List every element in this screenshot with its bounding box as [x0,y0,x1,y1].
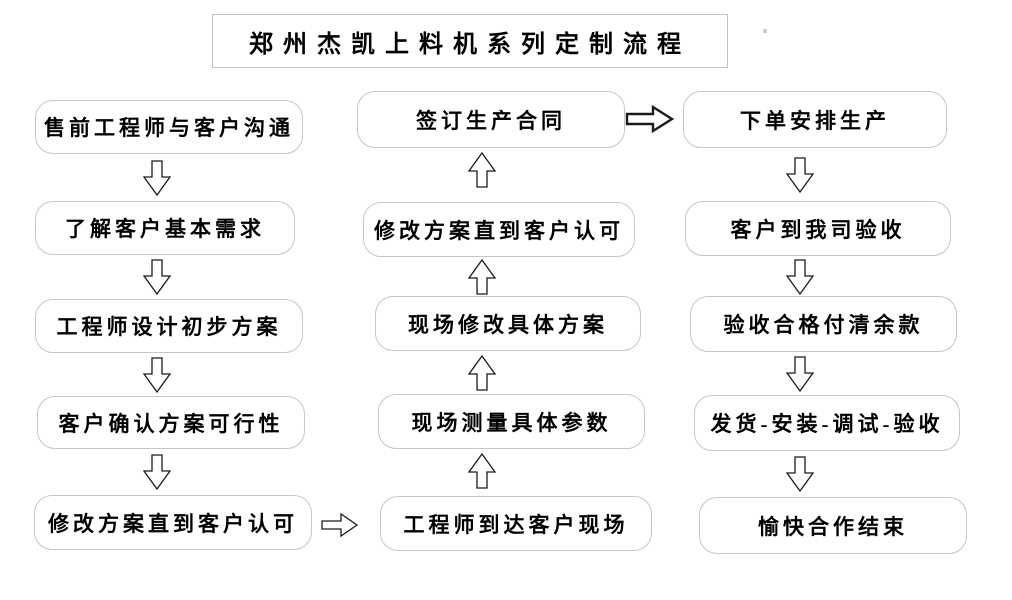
page-title: 郑州杰凯上料机系列定制流程 [249,31,691,58]
flow-node-happy-cooperation-end: 愉快合作结束 [699,497,967,554]
flow-node-understand-needs: 了解客户基本需求 [35,201,295,255]
flow-node-sign-contract: 签订生产合同 [357,91,625,148]
flow-node-customer-acceptance: 客户到我司验收 [685,201,951,256]
title-box: 郑州杰凯上料机系列定制流程 [212,14,728,68]
up-arrow-icon [468,355,496,391]
flow-node-revise-until-approved-2: 修改方案直到客户认可 [363,202,635,257]
down-arrow-icon [143,357,171,393]
flow-node-confirm-feasibility: 客户确认方案可行性 [37,396,305,449]
up-arrow-icon [468,259,496,295]
down-arrow-icon [143,454,171,490]
right-arrow-icon [625,104,675,134]
down-arrow-icon [143,160,171,196]
down-arrow-icon [786,157,814,193]
flow-node-pay-balance: 验收合格付清余款 [690,296,957,352]
flow-node-engineer-arrives-site: 工程师到达客户现场 [380,496,652,551]
flow-node-preliminary-design: 工程师设计初步方案 [35,299,303,353]
right-arrow-icon [321,512,359,538]
flow-node-ship-install-debug: 发货-安装-调试-验收 [694,395,960,451]
flow-node-revise-until-approved-1: 修改方案直到客户认可 [34,495,312,550]
flow-node-presales-communication: 售前工程师与客户沟通 [35,100,303,154]
down-arrow-icon [143,259,171,295]
stray-dot-mark [763,29,767,33]
flow-node-onsite-measure-params: 现场测量具体参数 [378,394,645,449]
flow-node-order-production: 下单安排生产 [683,91,947,148]
down-arrow-icon [786,456,814,492]
down-arrow-icon [786,259,814,295]
up-arrow-icon [468,453,496,489]
down-arrow-icon [786,356,814,392]
flow-node-onsite-modify-plan: 现场修改具体方案 [375,296,641,351]
up-arrow-icon [468,152,496,188]
